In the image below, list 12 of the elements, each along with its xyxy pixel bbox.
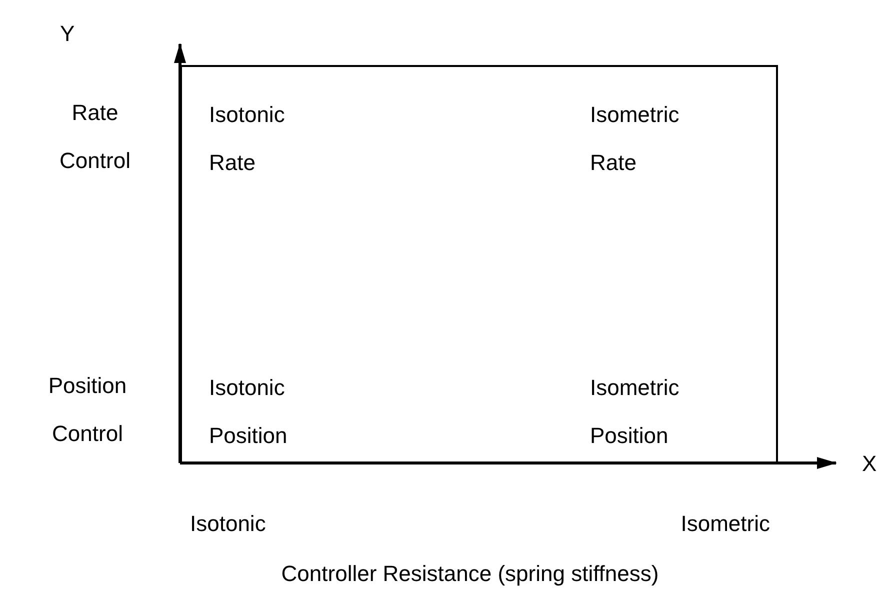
axis-title: Controller Resistance (spring stiffness) xyxy=(280,560,660,588)
quadrant-frame xyxy=(180,65,778,464)
row-label: Rate Control xyxy=(58,99,132,175)
column-label: Isometric xyxy=(680,510,770,538)
quadrant-label: Isometric Rate xyxy=(590,101,680,177)
quadrant-label: Isotonic Position xyxy=(209,374,288,450)
quadrant-label: Isometric Position xyxy=(590,374,680,450)
row-label: Position Control xyxy=(47,372,128,448)
axis-label: X xyxy=(862,450,878,478)
quadrant-label: Isotonic Rate xyxy=(209,101,286,177)
axis-label: Y xyxy=(60,20,76,48)
column-label: Isotonic xyxy=(190,510,267,538)
